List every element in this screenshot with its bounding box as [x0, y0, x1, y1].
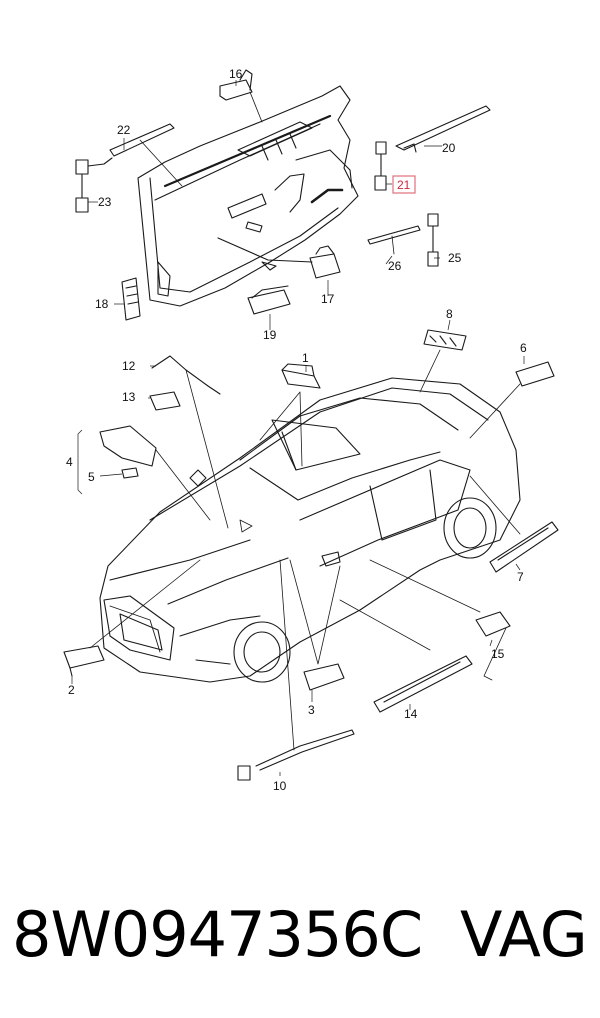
- callout-1: 1: [302, 351, 309, 365]
- callout-26: 26: [388, 259, 402, 273]
- part-12-lens: [151, 355, 253, 533]
- callout-4: 4: [66, 455, 73, 469]
- part-23-harness: [75, 157, 113, 213]
- part-22-strip: [109, 123, 183, 187]
- callout-20: 20: [442, 141, 456, 155]
- callout-10: 10: [273, 779, 287, 793]
- part-8-lamp: [419, 329, 467, 393]
- part-2-lamp: [63, 559, 201, 677]
- part-16-switch: [219, 69, 263, 123]
- callout-25: 25: [448, 251, 462, 265]
- door-trim-panel: [137, 85, 359, 307]
- leader-lines: [71, 80, 525, 776]
- callout-7: 7: [517, 570, 524, 584]
- part-4-lamp: [99, 425, 211, 521]
- callout-2: 2: [68, 683, 75, 697]
- part-21-harness: [374, 141, 387, 191]
- part-15-module: [369, 559, 511, 681]
- part-25-harness: [427, 213, 439, 267]
- car-body: [99, 377, 521, 683]
- callout-labels: 16 22 20 21 23 25 26 18 17 19 8 6 1 12 1…: [66, 67, 527, 793]
- parts-diagram: 16 22 20 21 23 25 26 18 17 19 8 6 1 12 1…: [63, 67, 559, 793]
- part-number: 8W0947356C: [12, 898, 423, 971]
- callout-6: 6: [520, 341, 527, 355]
- callout-15: 15: [491, 647, 505, 661]
- callout-19: 19: [263, 328, 277, 342]
- callout-12: 12: [122, 359, 136, 373]
- callout-21: 21: [397, 178, 411, 192]
- callout-16: 16: [229, 67, 243, 81]
- part-14-strip: [339, 599, 473, 713]
- part-7-strip: [469, 475, 559, 573]
- footer: 8W0947356C VAG: [0, 895, 600, 985]
- part-3-lamp: [289, 559, 345, 691]
- part-20-strip: [395, 105, 491, 153]
- part-6-lamp: [469, 361, 555, 439]
- part-1-lamp: [259, 363, 321, 467]
- part-13-harness: [149, 391, 181, 411]
- part-17-module: [309, 245, 341, 279]
- part-19-lamp: [247, 261, 291, 315]
- callout-22: 22: [117, 123, 131, 137]
- part-18-handle: [121, 277, 141, 321]
- part-10-strip: [237, 559, 355, 781]
- part-26-strip: [367, 225, 421, 255]
- callout-17: 17: [321, 292, 335, 306]
- callout-23: 23: [98, 195, 112, 209]
- callout-13: 13: [122, 390, 136, 404]
- callout-3: 3: [308, 703, 315, 717]
- callout-5: 5: [88, 470, 95, 484]
- callout-8: 8: [446, 307, 453, 321]
- callout-21-highlight-box: [392, 175, 416, 194]
- brand-label: VAG: [460, 898, 588, 971]
- callout-14: 14: [404, 707, 418, 721]
- callout-18: 18: [95, 297, 109, 311]
